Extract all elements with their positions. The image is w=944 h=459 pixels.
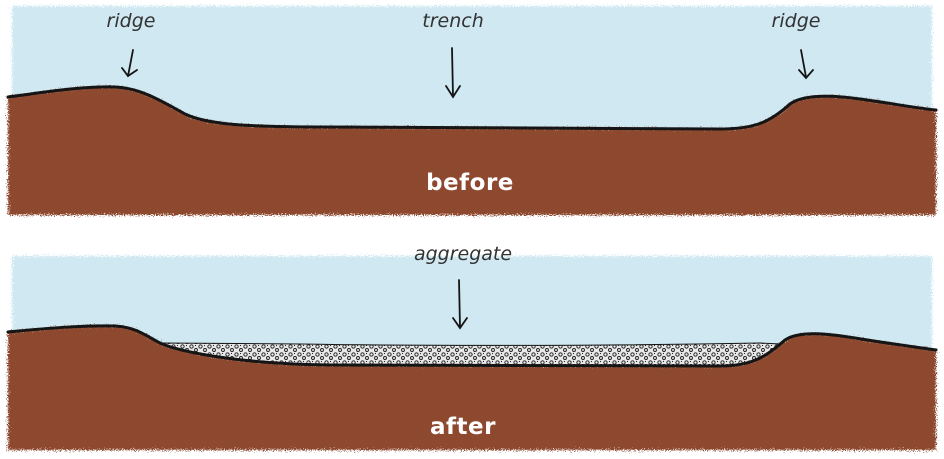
trench-label: trench xyxy=(422,10,483,32)
before-caption: before xyxy=(426,170,514,196)
after-caption: after xyxy=(430,414,496,440)
right-ridge-label: ridge xyxy=(772,10,821,32)
left-ridge-label: ridge xyxy=(107,10,156,32)
before-diagram: ridge trench ridge before xyxy=(0,0,944,225)
after-diagram: aggregate after xyxy=(0,240,944,459)
aggregate-label: aggregate xyxy=(414,243,512,265)
